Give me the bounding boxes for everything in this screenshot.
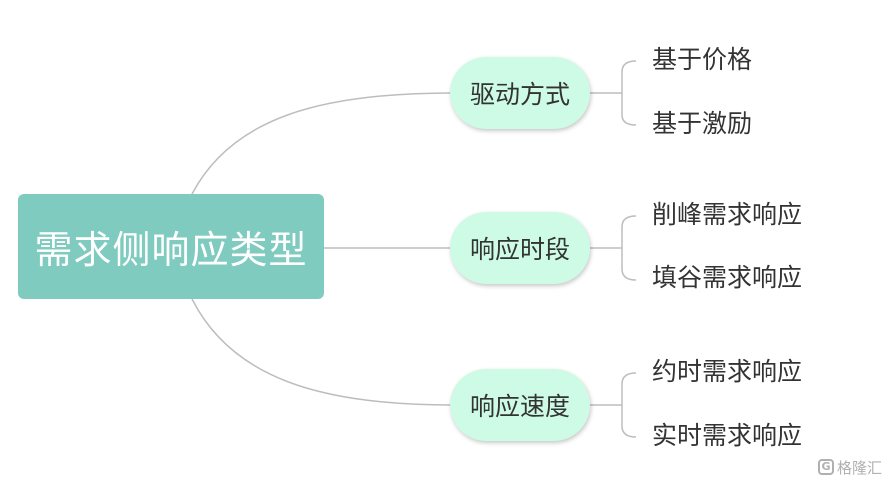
leaf-node: 约时需求响应 <box>652 357 803 386</box>
connector-root-branch-0 <box>191 92 453 195</box>
bracket-branch-1 <box>590 215 637 281</box>
leaf-node: 填谷需求响应 <box>652 263 803 292</box>
branch-node-response-speed: 响应速度 <box>450 369 590 441</box>
leaf-node: 基于激励 <box>652 109 753 138</box>
branch-label: 响应时段 <box>469 235 570 264</box>
leaf-node: 削峰需求响应 <box>652 200 803 229</box>
connector-root-branch-2 <box>191 298 453 406</box>
leaf-node: 实时需求响应 <box>652 421 803 450</box>
branch-node-response-period: 响应时段 <box>450 212 590 284</box>
root-label: 需求侧响应类型 <box>34 228 308 272</box>
leaf-node: 基于价格 <box>652 45 753 74</box>
watermark-text: 格隆汇 <box>837 458 883 477</box>
watermark: G 格隆汇 <box>818 456 882 478</box>
branch-node-drive-mode: 驱动方式 <box>450 57 590 129</box>
watermark-logo-icon: G <box>818 459 834 475</box>
root-node: 需求侧响应类型 <box>18 194 324 299</box>
bracket-branch-0 <box>590 60 637 126</box>
branch-label: 驱动方式 <box>469 80 570 109</box>
bracket-branch-2 <box>590 372 637 438</box>
branch-label: 响应速度 <box>469 392 570 421</box>
